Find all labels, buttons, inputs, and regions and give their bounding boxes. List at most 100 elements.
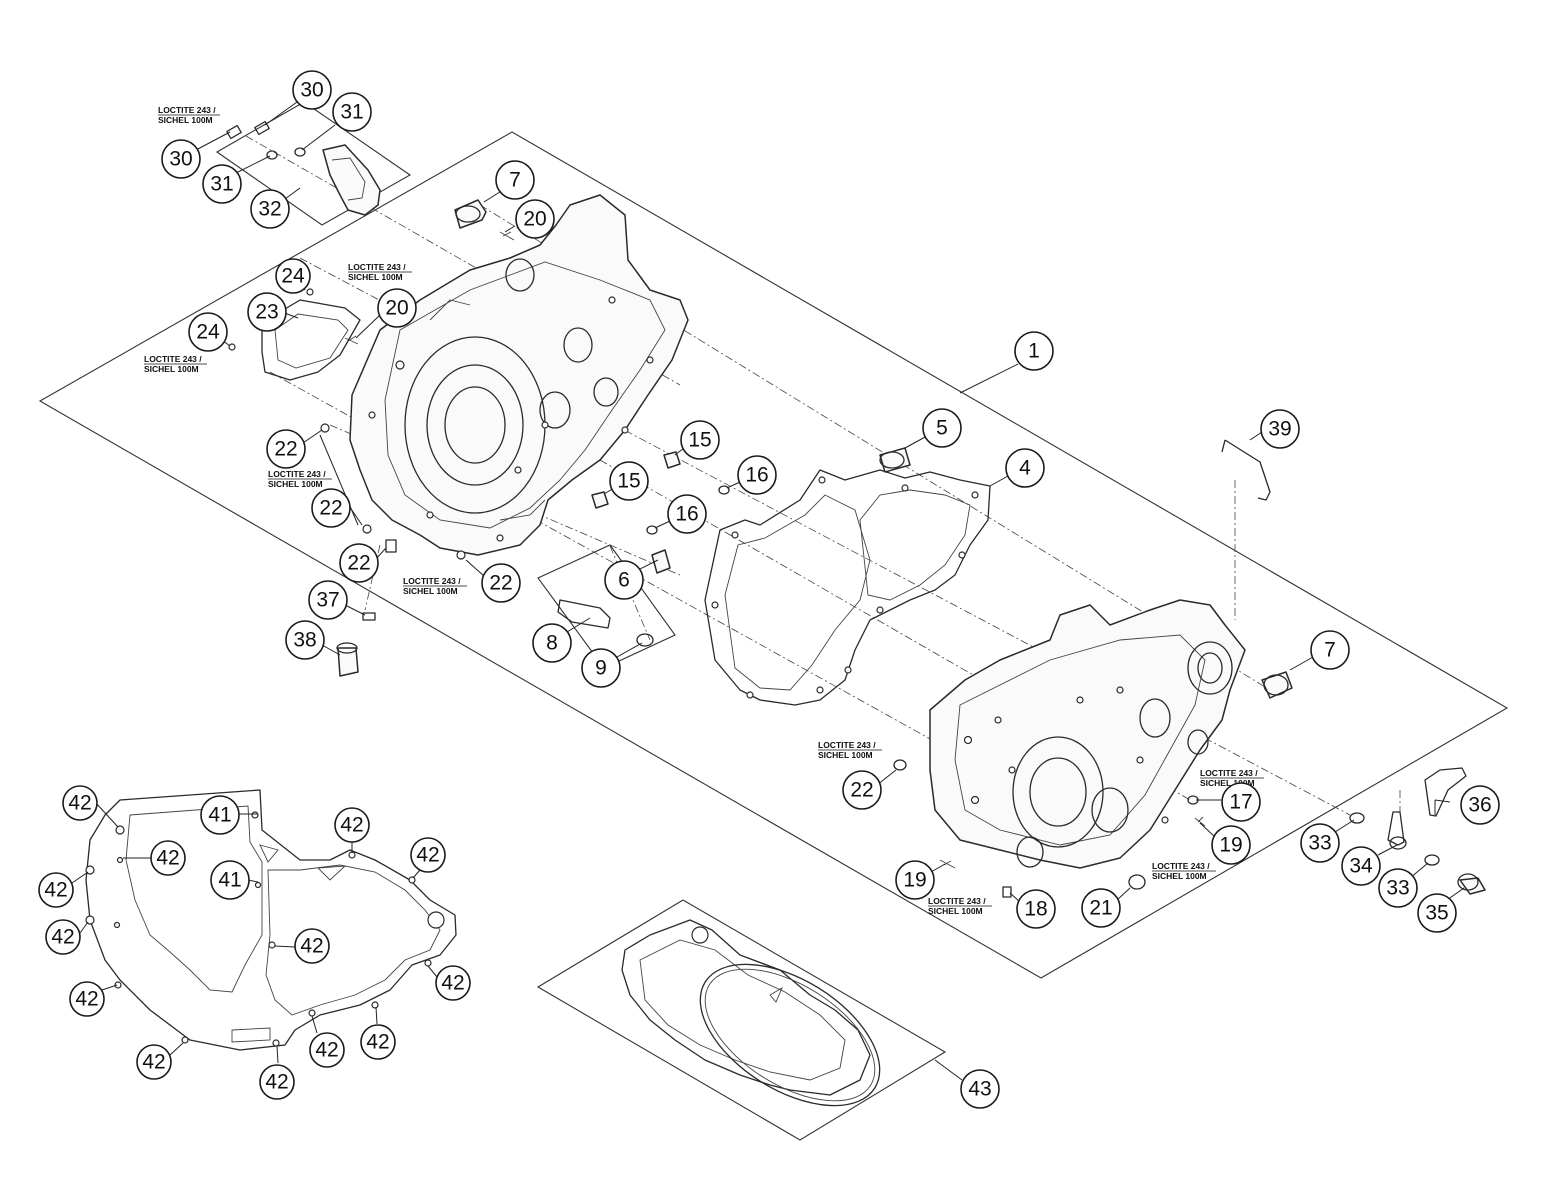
crankcase-gasket [704, 469, 991, 706]
callout-number: 42 [416, 844, 439, 867]
callout-number: 19 [903, 869, 926, 892]
callout-number: 42 [51, 926, 74, 949]
callout-number: 41 [208, 804, 231, 827]
callout-39: 39 [1260, 409, 1300, 449]
callout-17: 17 [1221, 782, 1261, 822]
callout-42: 42 [136, 1044, 172, 1080]
callout-number: 37 [316, 589, 339, 612]
callout-7: 7 [1310, 630, 1350, 670]
loctite-note: LOCTITE 243 / SICHEL 100M [158, 105, 220, 125]
note-line-1: LOCTITE 243 / [348, 262, 406, 272]
left-case-small-parts [228, 199, 911, 677]
callout-24: 24 [275, 258, 311, 294]
note-line-2: SICHEL 100M [1200, 778, 1255, 788]
note-line-1: LOCTITE 243 / [818, 740, 876, 750]
callout-number: 31 [340, 101, 363, 124]
callout-number: 21 [1089, 897, 1112, 920]
crankcase-plate [38, 131, 1509, 979]
callout-number: 42 [68, 792, 91, 815]
callout-number: 30 [300, 79, 323, 102]
callout-number: 42 [265, 1071, 288, 1094]
callout-number: 33 [1386, 877, 1409, 900]
callout-42: 42 [38, 872, 74, 908]
callout-number: 19 [1219, 834, 1242, 857]
note-line-1: LOCTITE 243 / [268, 469, 326, 479]
note-line-2: SICHEL 100M [1152, 871, 1207, 881]
callout-38: 38 [285, 620, 325, 660]
callout-number: 34 [1349, 855, 1373, 878]
callout-number: 32 [258, 198, 281, 221]
callout-36: 36 [1460, 785, 1500, 825]
note-line-2: SICHEL 100M [268, 479, 323, 489]
callout-42: 42 [410, 837, 446, 873]
callout-number: 42 [315, 1039, 338, 1062]
callout-number: 30 [169, 148, 192, 171]
callout-number: 6 [618, 569, 630, 592]
callout-42: 42 [309, 1032, 345, 1068]
callout-37: 37 [308, 580, 348, 620]
note-line-2: SICHEL 100M [403, 586, 458, 596]
callout-22: 22 [481, 563, 521, 603]
loctite-notes: LOCTITE 243 / SICHEL 100M LOCTITE 243 / … [144, 105, 1264, 916]
callout-30: 30 [161, 139, 201, 179]
callout-34: 34 [1341, 846, 1381, 886]
callout-18: 18 [1016, 889, 1056, 929]
callout-8: 8 [532, 623, 572, 663]
callout-number: 38 [293, 629, 316, 652]
callout-number: 22 [347, 552, 370, 575]
callout-number: 42 [156, 847, 179, 870]
callout-number: 31 [210, 173, 233, 196]
callout-43: 43 [960, 1069, 1000, 1109]
callout-41: 41 [210, 860, 250, 900]
callout-number: 24 [196, 321, 220, 344]
left-crankcase-half [349, 194, 689, 556]
callout-number: 18 [1024, 898, 1047, 921]
callout-number: 33 [1308, 832, 1331, 855]
callout-number: 42 [142, 1051, 165, 1074]
callout-number: 24 [281, 265, 305, 288]
loctite-note: LOCTITE 243 / SICHEL 100M [268, 469, 332, 489]
callout-16: 16 [737, 455, 777, 495]
note-line-2: SICHEL 100M [158, 115, 213, 125]
loctite-note: LOCTITE 243 / SICHEL 100M [144, 354, 207, 374]
callout-number: 16 [675, 503, 698, 526]
callout-number: 22 [850, 779, 873, 802]
callout-number: 8 [546, 632, 558, 655]
loctite-note: LOCTITE 243 / SICHEL 100M [403, 576, 467, 596]
callout-22: 22 [339, 543, 379, 583]
gasket-set [621, 919, 881, 1107]
callout-number: 22 [274, 438, 297, 461]
callout-42: 42 [360, 1024, 396, 1060]
loctite-note: LOCTITE 243 / SICHEL 100M [928, 896, 992, 916]
callout-number: 9 [595, 657, 607, 680]
note-line-2: SICHEL 100M [348, 272, 403, 282]
callout-24: 24 [188, 312, 228, 352]
callout-1: 1 [1014, 331, 1054, 371]
callout-42: 42 [69, 981, 105, 1017]
note-line-2: SICHEL 100M [818, 750, 873, 760]
callout-23: 23 [247, 292, 287, 332]
note-line-1: LOCTITE 243 / [1152, 861, 1210, 871]
callout-7: 7 [495, 160, 535, 200]
callout-number: 15 [617, 470, 640, 493]
loctite-note: LOCTITE 243 / SICHEL 100M [348, 262, 412, 282]
callouts: 1 4 5 6 7 7 8 9 15 15 16 16 17 18 19 19 … [38, 70, 1500, 1109]
callout-33: 33 [1378, 868, 1418, 908]
callout-number: 17 [1229, 791, 1252, 814]
callout-number: 7 [1324, 639, 1336, 662]
callout-42: 42 [62, 785, 98, 821]
callout-30: 30 [292, 70, 332, 110]
gasket-set-plate [536, 899, 947, 1141]
callout-9: 9 [581, 648, 621, 688]
callout-20: 20 [377, 288, 417, 328]
clutch-cover-gasket [85, 789, 457, 1051]
callout-number: 20 [385, 297, 408, 320]
callout-22: 22 [266, 429, 306, 469]
callout-22: 22 [311, 488, 351, 528]
callout-number: 42 [441, 972, 464, 995]
callout-number: 42 [75, 988, 98, 1011]
callout-number: 36 [1468, 794, 1491, 817]
callout-15: 15 [609, 461, 649, 501]
callout-32: 32 [250, 189, 290, 229]
